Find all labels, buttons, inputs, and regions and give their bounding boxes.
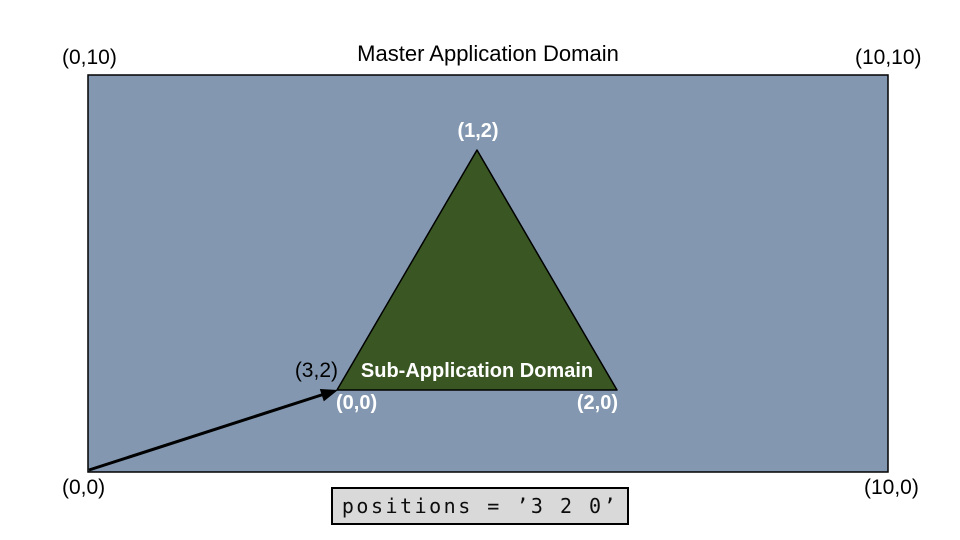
master-corner-label-top-left: (0,10) bbox=[62, 46, 117, 69]
positions-code-box: positions = ’3 2 0’ bbox=[331, 487, 629, 525]
sub-domain-triangle bbox=[336, 149, 618, 391]
sub-domain-vertex-label-base-right: (2,0) bbox=[576, 392, 618, 414]
master-corner-label-top-right: (10,10) bbox=[855, 46, 922, 69]
sub-domain-vertex-label-apex: (1,2) bbox=[457, 120, 499, 142]
positions-code-text: positions = ’3 2 0’ bbox=[341, 494, 619, 518]
diagram-title: Master Application Domain bbox=[357, 41, 619, 66]
offset-label: (3,2) bbox=[294, 359, 338, 382]
offset-arrow-head-icon bbox=[319, 389, 338, 402]
offset-arrow-line bbox=[88, 393, 324, 472]
sub-domain-vertex-label-base-left: (0,0) bbox=[336, 392, 378, 414]
master-corner-label-bottom-right: (10,0) bbox=[864, 476, 919, 499]
master-corner-label-bottom-left: (0,0) bbox=[62, 476, 106, 499]
sub-domain-title: Sub-Application Domain bbox=[360, 360, 594, 382]
